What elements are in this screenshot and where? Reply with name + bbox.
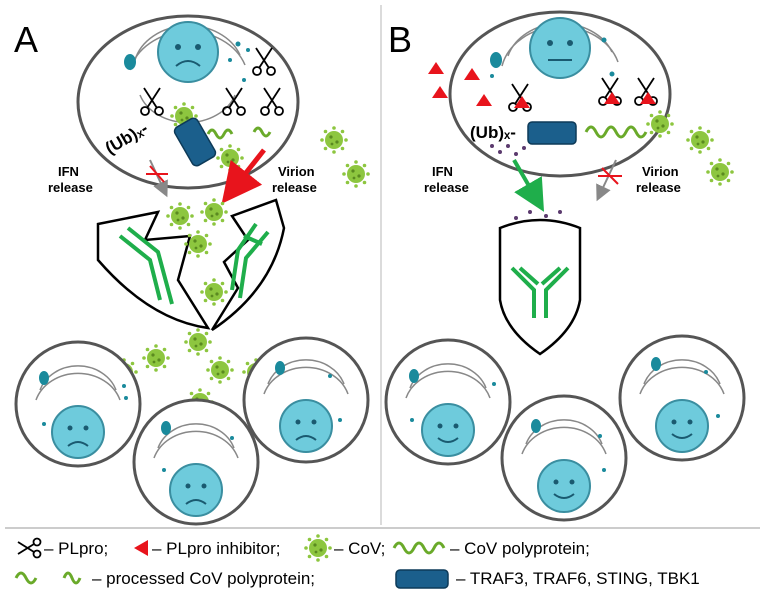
cov-virion [320,126,348,154]
ub-label: (Ub)ₓ- [470,123,516,142]
cov-virion [206,356,234,384]
cov-virion [200,278,228,306]
ifn-label: IFN [432,164,453,179]
legend-protein-icon [395,569,449,589]
panel-a-cell-left [14,340,142,468]
cov-polyprotein [584,125,648,139]
panel-a-cell-right [242,336,370,464]
ifn-arrow [512,158,545,212]
panel-a-infected-cell: (Ub)ₓ- [76,14,300,190]
legend-cov: – CoV; [334,539,385,558]
virion-label: Virion [642,164,679,179]
plpro-inhibitor [428,62,444,74]
panel-a: A (Ub)ₓ- [14,14,370,526]
panel-a-letter: A [14,19,38,60]
legend-plpro-inhibitor: – PLpro inhibitor; [152,539,281,558]
legend-cov-polyprotein: – CoV polyprotein; [450,539,590,558]
plpro-inhibitor [514,96,530,108]
processed-polyprotein [252,126,272,138]
plpro-inhibitor [432,86,448,98]
plpro-inhibitor [464,68,480,80]
protein-block [173,117,217,167]
cov-virion [142,344,170,372]
broken-shield [96,198,286,332]
cov-virion [184,328,212,356]
cov-virion [342,160,370,188]
sad-face [157,21,219,83]
virion-label: Virion [278,164,315,179]
legend-processed-icon [14,571,38,585]
virion-arrow [221,148,266,204]
ifn-label: IFN [58,164,79,179]
legend-proteins: – TRAF3, TRAF6, STING, TBK1 [456,569,700,588]
legend-plpro: – PLpro; [44,539,108,558]
cov-virion [706,158,734,186]
panel-b: B (Ub)ₓ- [384,10,746,522]
protein-block [527,121,577,145]
organelle [124,54,136,70]
panel-b-infected-cell: (Ub)ₓ- [448,10,674,178]
cov-virion [200,198,228,226]
ifn-label-line2: release [424,180,469,195]
virion-label-line2: release [636,180,681,195]
ifn-label-line2: release [48,180,93,195]
intact-shield [498,218,582,356]
legend-scissors-icon [17,537,42,559]
panel-b-cell-left [384,338,512,466]
legend-polyprotein-icon [392,541,446,555]
processed-polyprotein [206,128,234,140]
legend-inhibitor-icon [134,540,148,556]
virion-label-line2: release [272,180,317,195]
legend-processed-polyprotein: – processed CoV polyprotein; [92,569,315,588]
cov-virion [166,202,194,230]
plpro-inhibitor [476,94,492,106]
panel-b-letter: B [388,19,412,60]
panel-b-cell-middle [500,394,628,522]
legend: – PLpro; – PLpro inhibitor; – CoV; – CoV… [14,534,700,589]
panel-b-cell-right [618,334,746,462]
panel-a-cell-middle [132,398,260,526]
cov-virion [686,126,714,154]
legend-cov-icon [304,534,332,562]
